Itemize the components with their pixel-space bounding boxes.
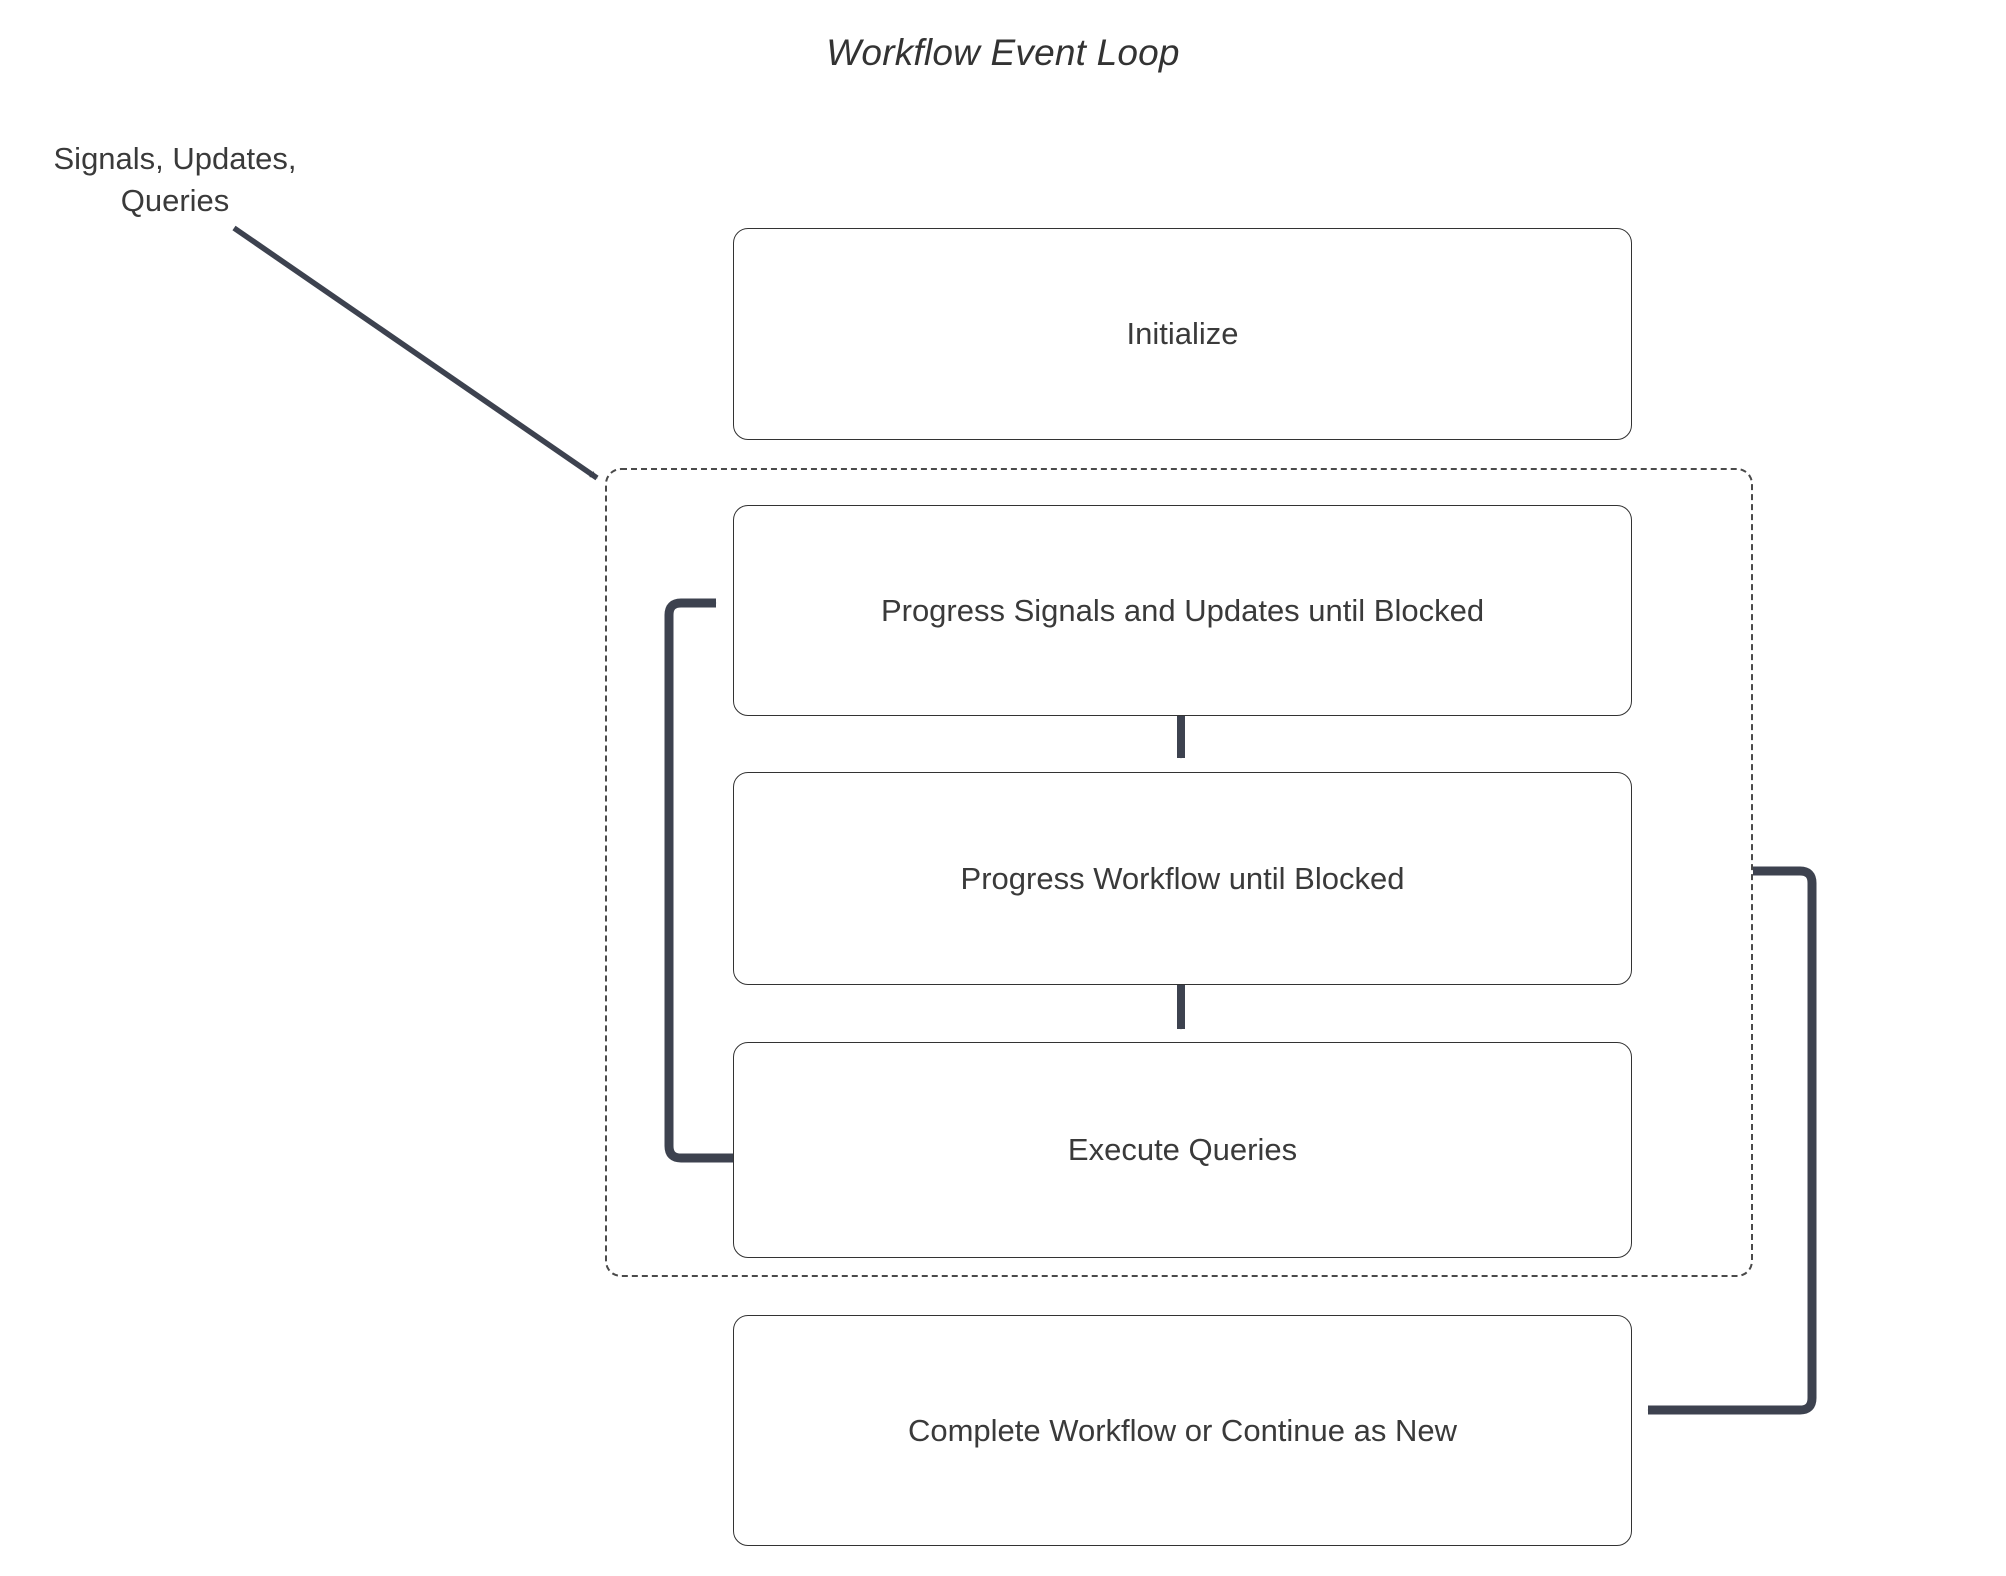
node-complete-workflow[interactable]: Complete Workflow or Continue as New (733, 1315, 1632, 1546)
node-progress-signals-and-updates[interactable]: Progress Signals and Updates until Block… (733, 505, 1632, 716)
edge-input-to-loop (232, 225, 599, 481)
node-execute-queries-label: Execute Queries (1067, 1132, 1298, 1167)
node-execute-queries[interactable]: Execute Queries (733, 1042, 1632, 1258)
node-progress-workflow[interactable]: Progress Workflow until Blocked (733, 772, 1632, 985)
node-initialize-label: Initialize (1126, 316, 1239, 351)
input-edge-label-line-2: Queries (120, 183, 230, 218)
node-complete-workflow-label: Complete Workflow or Continue as New (907, 1412, 1458, 1448)
page-title: Workflow Event Loop (826, 32, 1180, 73)
node-progress-workflow-label: Progress Workflow until Blocked (960, 860, 1405, 896)
input-edge-label-line-1: Signals, Updates, (53, 141, 297, 176)
input-edge-label: Signals, Updates, Queries (20, 138, 330, 222)
node-initialize[interactable]: Initialize (733, 228, 1632, 440)
node-progress-signals-label: Progress Signals and Updates until Block… (880, 592, 1485, 628)
